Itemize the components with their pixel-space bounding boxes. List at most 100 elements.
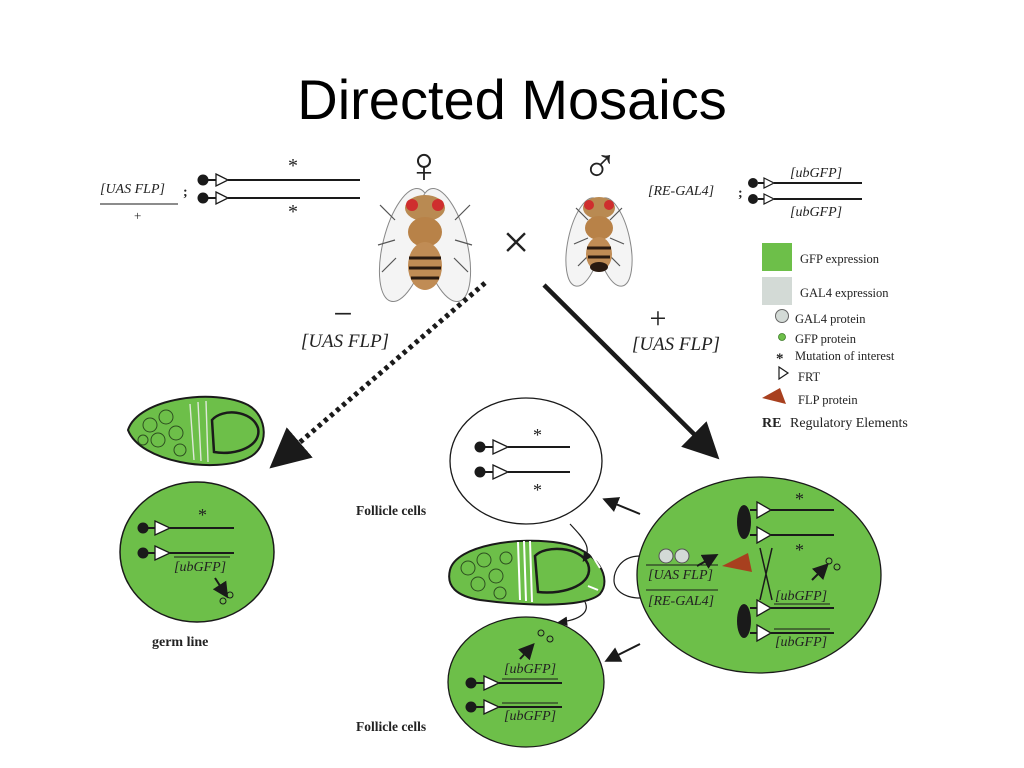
mutation-star: * [288, 155, 298, 177]
centromere-icon [474, 466, 486, 478]
gfp-protein-icon [219, 597, 227, 605]
male-chromosome-pair [748, 177, 862, 205]
legend-gal4-label: GAL4 expression [800, 286, 889, 300]
centromere-icon [137, 547, 149, 559]
germline-egg-chamber [126, 395, 265, 467]
legend-gal4-swatch [762, 277, 792, 305]
female-genotype-bottom: + [134, 208, 141, 223]
connector-arrow [557, 601, 587, 627]
female-chromosome-pair [197, 172, 360, 206]
mosaic-egg-chamber [448, 539, 606, 606]
female-genotype: [UAS FLP] + ; * * [100, 155, 360, 223]
follicle-caption-top: Follicle cells [356, 503, 426, 518]
gal4-protein-icon [775, 309, 789, 323]
recombination-ubgfp-label-1: [ubGFP] [775, 589, 827, 604]
female-fly-icon [377, 187, 473, 303]
follicle-cell-bottom [447, 616, 605, 748]
frt-icon [778, 365, 790, 381]
frt-icon [483, 674, 501, 692]
male-genotype-bottom: [ubGFP] [790, 205, 842, 220]
frt-icon [492, 463, 510, 481]
frt-icon [492, 438, 510, 456]
germline-ubgfp-label: [ubGFP] [174, 560, 226, 575]
gal4-protein-icon [674, 548, 690, 564]
mutation-star: * [288, 201, 298, 223]
male-genotype-top: [ubGFP] [790, 166, 842, 181]
gal4-protein-icon [658, 548, 674, 564]
mutation-star: * [533, 480, 542, 500]
legend-re-abbrev: RE [762, 416, 781, 431]
frt-icon [763, 177, 776, 189]
recombination-ubgfp-label-2: [ubGFP] [775, 635, 827, 650]
mutation-star: * [795, 489, 804, 509]
frt-icon [756, 500, 773, 520]
centromere-icon [197, 192, 209, 204]
frt-icon [154, 519, 172, 537]
legend-mutation-label: Mutation of interest [795, 349, 895, 363]
centromere-icon [137, 522, 149, 534]
frt-icon [756, 623, 773, 643]
legend-gfp-label: GFP expression [800, 252, 880, 266]
frt-icon [763, 193, 776, 205]
plus-branch-label: [UAS FLP] [632, 334, 720, 355]
connector-bracket [613, 555, 641, 599]
legend-re-label: Regulatory Elements [790, 416, 908, 431]
oocyte [210, 411, 260, 455]
mutation-star: * [533, 425, 542, 445]
slide-title: Directed Mosaics [297, 68, 727, 131]
centromere-icon [474, 441, 486, 453]
to-follicle-top-arrow [602, 497, 641, 515]
follicle-cell-top [449, 397, 603, 525]
gfp-protein-icon [778, 333, 786, 341]
legend-gal4-protein-label: GAL4 protein [795, 312, 866, 326]
male-symbol: ♂ [582, 140, 618, 193]
germline-caption: germ line [152, 635, 208, 650]
follicle-ubgfp-label-2: [ubGFP] [504, 709, 556, 724]
mutation-star: * [795, 540, 804, 560]
flp-protein-icon [762, 388, 786, 404]
recombination-uas-flp-label: [UAS FLP] [648, 568, 713, 583]
frt-icon [215, 190, 230, 206]
follicle-caption-bottom: Follicle cells [356, 719, 426, 734]
centromere-icon [737, 604, 751, 638]
cross-symbol: × [502, 216, 529, 269]
legend-gfp-swatch [762, 243, 792, 271]
oocyte [533, 547, 591, 594]
gfp-protein-icon [537, 629, 545, 637]
gfp-protein-icon [833, 563, 841, 571]
female-genotype-separator: ; [183, 185, 188, 200]
flp-protein-icon [722, 553, 752, 572]
centromere-icon [465, 701, 477, 713]
minus-branch-label: [UAS FLP] [301, 331, 389, 352]
centromere-icon [197, 174, 209, 186]
centromere-icon [748, 178, 758, 188]
legend-flp-label: FLP protein [798, 393, 858, 407]
male-genotype-separator: ; [738, 186, 743, 201]
male-fly-icon [565, 197, 633, 287]
frt-icon [483, 698, 501, 716]
germline-cell [119, 481, 275, 623]
female-genotype-top: [UAS FLP] [100, 182, 165, 197]
legend-frt-label: FRT [798, 370, 821, 384]
centromere-icon [737, 505, 751, 539]
frt-icon [154, 544, 172, 562]
gfp-protein-icon [226, 591, 234, 599]
follicle-ubgfp-label-1: [ubGFP] [504, 662, 556, 677]
plus-branch-arrow [542, 283, 720, 460]
connector-arrow [569, 523, 592, 562]
male-genotype: [RE-GAL4] ; [ubGFP] [ubGFP] [648, 166, 862, 220]
frt-icon [215, 172, 230, 188]
to-follicle-bottom-arrow [604, 643, 641, 662]
centromere-icon [748, 194, 758, 204]
plus-sign: + [650, 302, 667, 335]
male-genotype-left: [RE-GAL4] [648, 184, 714, 199]
gfp-protein-icon [825, 557, 833, 565]
crossover-lines [759, 547, 773, 601]
legend-gfp-protein-label: GFP protein [795, 332, 857, 346]
female-symbol: ♀ [405, 137, 443, 193]
legend: GFP expression GAL4 expression GAL4 prot… [762, 243, 908, 431]
gfp-protein-icon [546, 635, 554, 643]
frt-icon [756, 525, 773, 545]
minus-branch-arrow [269, 281, 487, 469]
